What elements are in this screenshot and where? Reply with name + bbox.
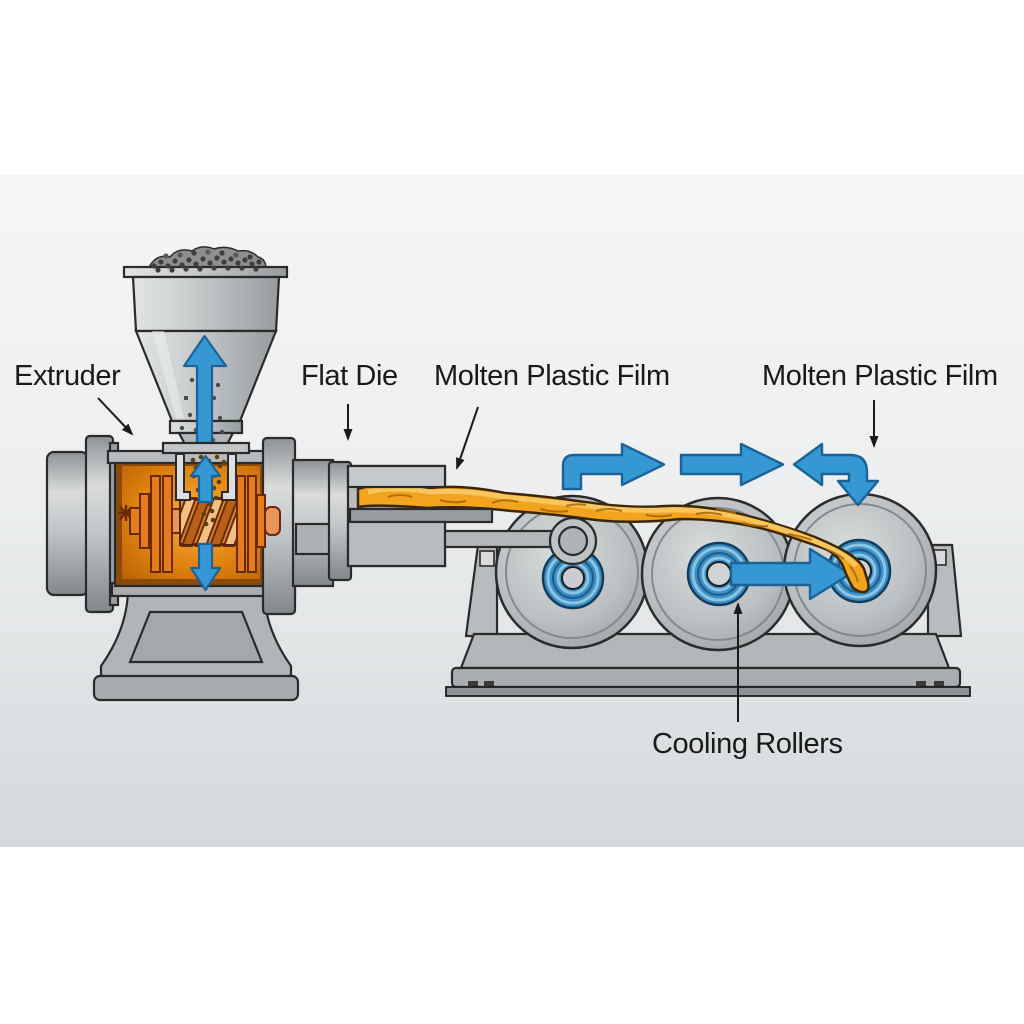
molten-plastic-film-label-1: Molten Plastic Film bbox=[434, 360, 670, 392]
cooling-rollers-label: Cooling Rollers bbox=[652, 728, 843, 760]
extruder-screw bbox=[118, 475, 281, 573]
flat-die-label: Flat Die bbox=[301, 360, 398, 392]
arrow-up-right bbox=[561, 442, 666, 491]
flat-die-front bbox=[346, 464, 598, 568]
extruder-base bbox=[92, 586, 300, 702]
label-pointers bbox=[97, 397, 879, 722]
arrow-right bbox=[679, 442, 785, 487]
film1-pointer bbox=[456, 406, 479, 470]
extruder-pointer bbox=[97, 397, 134, 436]
screw-gear-tip bbox=[118, 505, 134, 521]
extruder-label: Extruder bbox=[14, 360, 121, 392]
melt-up-arrow bbox=[189, 454, 222, 504]
molten-plastic-film-label-2: Molten Plastic Film bbox=[762, 360, 998, 392]
molten-plastic-film bbox=[356, 483, 870, 594]
feed-throat bbox=[175, 453, 237, 592]
melt-down-arrow bbox=[189, 542, 222, 592]
film-flow-arrows bbox=[561, 442, 880, 507]
arrow-left-and-down bbox=[792, 442, 880, 507]
roller-flow-arrow bbox=[729, 547, 852, 601]
hopper-pellets bbox=[151, 249, 262, 273]
